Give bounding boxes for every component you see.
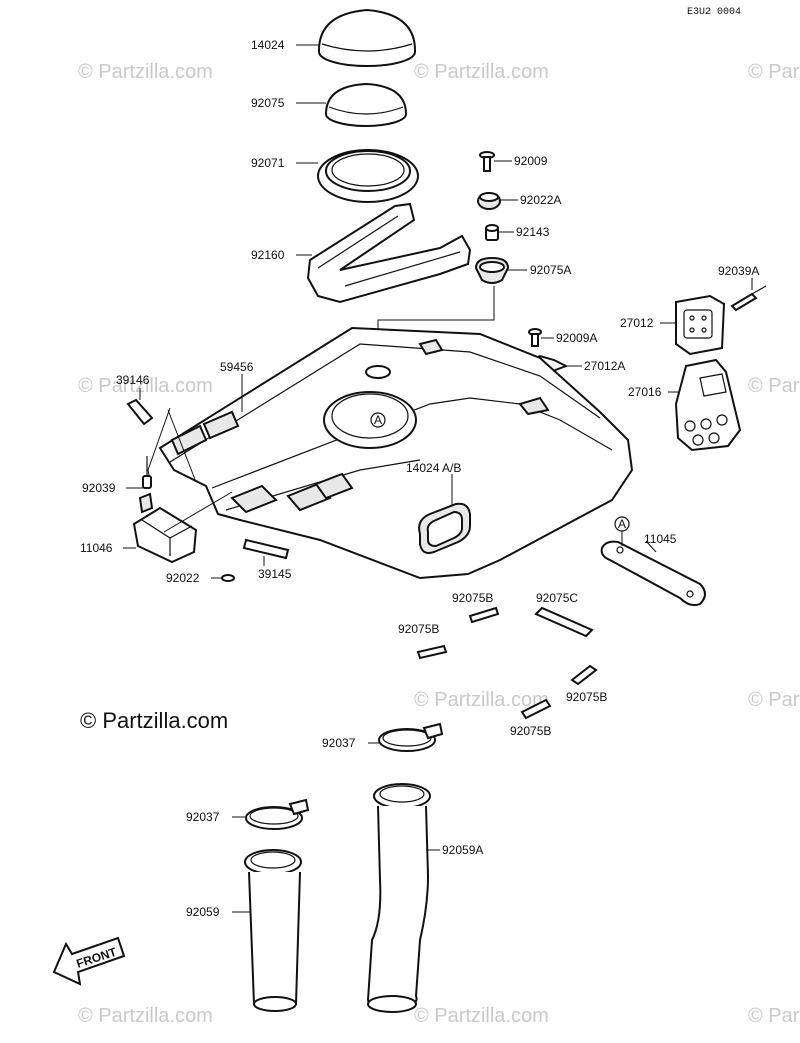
marker-a-stay: A	[614, 516, 630, 532]
part-label: 92059	[186, 905, 220, 919]
part-label: 92075A	[530, 263, 571, 277]
part-label: 92039	[82, 481, 116, 495]
part-label: 27012	[620, 316, 654, 330]
part-92059-hose[interactable]	[244, 849, 302, 1012]
part-label: 14024 A/B	[406, 461, 461, 475]
watermark: © Partzilla.com	[78, 375, 213, 397]
part-label: 92071	[251, 156, 285, 170]
part-92022-washer[interactable]	[221, 574, 235, 582]
part-92071-ring[interactable]	[317, 149, 419, 203]
watermark: © Partzilla.com	[78, 1005, 213, 1027]
part-label: 92022	[166, 571, 200, 585]
part-label: 92075B	[398, 622, 439, 636]
part-label: 92143	[516, 225, 550, 239]
part-27012-plate[interactable]	[675, 294, 726, 356]
part-label: 27016	[628, 385, 662, 399]
part-92075b-strip[interactable]	[520, 698, 552, 720]
watermark: © Partzilla.com	[748, 375, 800, 397]
part-92075b-strip[interactable]	[570, 664, 598, 686]
watermark: © Partzilla.com	[78, 61, 213, 83]
part-label: 92160	[251, 248, 285, 262]
part-label: 92075B	[566, 690, 607, 704]
watermark: © Partzilla.com	[414, 61, 549, 83]
watermark: © Partzilla.com	[414, 1005, 549, 1027]
part-92075-plug[interactable]	[325, 82, 407, 127]
part-92037-clamp[interactable]	[378, 722, 444, 752]
svg-text:A: A	[618, 517, 626, 531]
part-92059a-hose[interactable]	[366, 783, 431, 1013]
part-92075b-strip[interactable]	[416, 644, 448, 660]
diagram-code: E3U2 0004	[687, 7, 741, 18]
part-label: 59456	[220, 360, 254, 374]
part-92039a-pin[interactable]	[730, 285, 767, 312]
part-label: 92059A	[442, 843, 483, 857]
part-label: 92075B	[510, 724, 551, 738]
part-92160-seal[interactable]	[306, 202, 472, 304]
part-11046-bracket[interactable]	[132, 492, 198, 564]
part-label: 27012A	[584, 359, 625, 373]
part-92143-collar[interactable]	[485, 224, 499, 241]
watermark: © Partzilla.com	[414, 689, 549, 711]
watermark: © Partzilla.com	[748, 1005, 800, 1027]
marker-a-deck: A	[370, 412, 386, 428]
part-39146-rubber[interactable]	[126, 398, 154, 426]
part-92075a-grommet[interactable]	[474, 256, 510, 284]
part-14024ab-badge[interactable]	[418, 502, 471, 554]
watermark: © Partzilla.com	[748, 61, 800, 83]
part-label: 92009A	[556, 331, 597, 345]
watermark: © Partzilla.com	[748, 689, 800, 711]
part-92037-clamp[interactable]	[245, 798, 310, 830]
part-label: 39145	[258, 567, 292, 581]
part-14024-cap[interactable]	[317, 8, 417, 67]
part-label: 92075	[251, 96, 285, 110]
watermark-main: © Partzilla.com	[80, 708, 228, 733]
part-92022a-washer[interactable]	[477, 192, 501, 210]
part-label: 11046	[80, 541, 113, 555]
part-92009-bolt[interactable]	[479, 151, 495, 172]
part-label: 92075B	[452, 591, 493, 605]
part-label: 14024	[251, 38, 285, 52]
svg-text:A: A	[374, 413, 382, 427]
front-direction-arrow: FRONT	[52, 936, 126, 986]
part-label: 39146	[116, 373, 150, 387]
part-92075c-strip[interactable]	[534, 606, 594, 638]
part-39145-rubber[interactable]	[242, 538, 290, 560]
part-92039-pin[interactable]	[142, 456, 152, 489]
part-92075b-strip[interactable]	[468, 606, 500, 624]
part-label: 92039A	[718, 264, 759, 278]
part-label: 92009	[514, 154, 548, 168]
part-92009a-bolt[interactable]	[528, 328, 542, 347]
part-label: 92022A	[520, 193, 561, 207]
part-label: 92037	[186, 810, 220, 824]
part-label: 11045	[644, 532, 677, 546]
part-59456-deck[interactable]	[158, 326, 634, 580]
part-label: 92075C	[536, 591, 578, 605]
part-27016-switch[interactable]	[674, 358, 742, 452]
part-11045-stay[interactable]	[600, 540, 706, 607]
part-label: 92037	[322, 736, 356, 750]
watermark-layer: © Partzilla.com © Partzilla.com © Partzi…	[78, 61, 800, 1027]
